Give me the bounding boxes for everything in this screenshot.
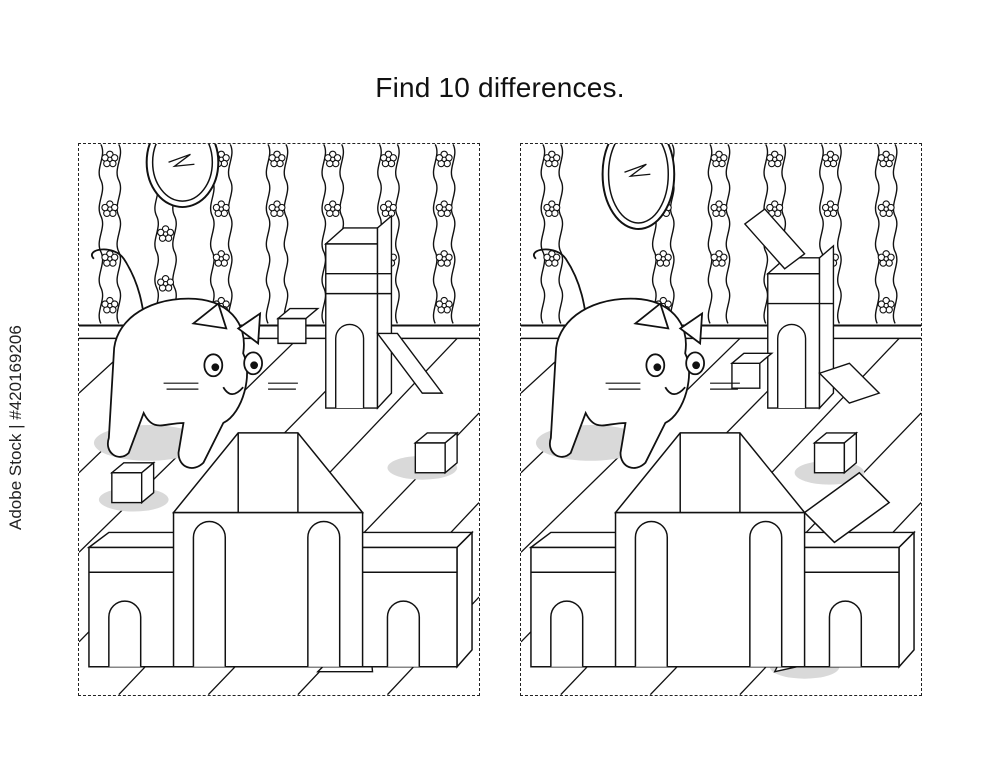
back-tower (276, 214, 444, 410)
puzzle-title: Find 10 differences. (375, 72, 625, 103)
front-castle (528, 432, 916, 669)
wallpaper (521, 144, 921, 326)
left-picture-panel[interactable] (78, 143, 480, 696)
back-tower (730, 208, 881, 410)
cat (91, 248, 298, 469)
cat (533, 248, 740, 469)
front-castle (86, 432, 474, 669)
wallpaper (79, 144, 479, 326)
left-picture[interactable] (79, 144, 479, 695)
mirror (601, 144, 676, 230)
small-cubes (773, 431, 859, 673)
mirror (145, 144, 220, 209)
right-picture[interactable] (521, 144, 921, 695)
right-picture-panel[interactable] (520, 143, 922, 696)
stock-watermark: Adobe Stock | #420169206 (6, 325, 25, 530)
